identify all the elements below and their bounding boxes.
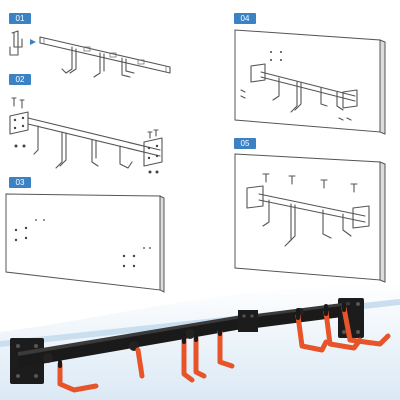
step-05-badge: 05 — [234, 138, 256, 149]
rail-connector — [238, 310, 258, 332]
drill-marks-right — [122, 247, 151, 268]
right-bracket — [143, 137, 163, 167]
screw-icon — [240, 89, 246, 99]
step-03-illustration — [0, 190, 175, 300]
rail-segment-right — [240, 304, 350, 330]
rail — [258, 193, 366, 223]
loose-hook-icon — [9, 30, 23, 56]
wall-panel — [5, 193, 161, 291]
step-02-badge: 02 — [9, 74, 31, 85]
step-02-illustration — [0, 88, 200, 178]
step-03-badge: 03 — [9, 177, 31, 188]
insert-arrow-icon — [30, 39, 36, 45]
orange-hook — [57, 361, 99, 393]
rail — [27, 117, 161, 157]
step-04-illustration — [225, 26, 395, 136]
step-01-illustration — [0, 25, 200, 85]
wall-panel — [234, 153, 381, 281]
step-04-badge: 04 — [234, 13, 256, 24]
step-01-badge: 01 — [9, 13, 31, 24]
knob — [43, 353, 53, 363]
rail — [39, 36, 171, 74]
rail — [260, 71, 356, 102]
screw-marks — [262, 173, 358, 193]
left-bracket — [9, 111, 29, 135]
drill-marks-left — [14, 219, 45, 242]
product-photo — [0, 282, 400, 400]
screw-icon — [11, 97, 17, 107]
step-05-illustration — [225, 150, 395, 285]
